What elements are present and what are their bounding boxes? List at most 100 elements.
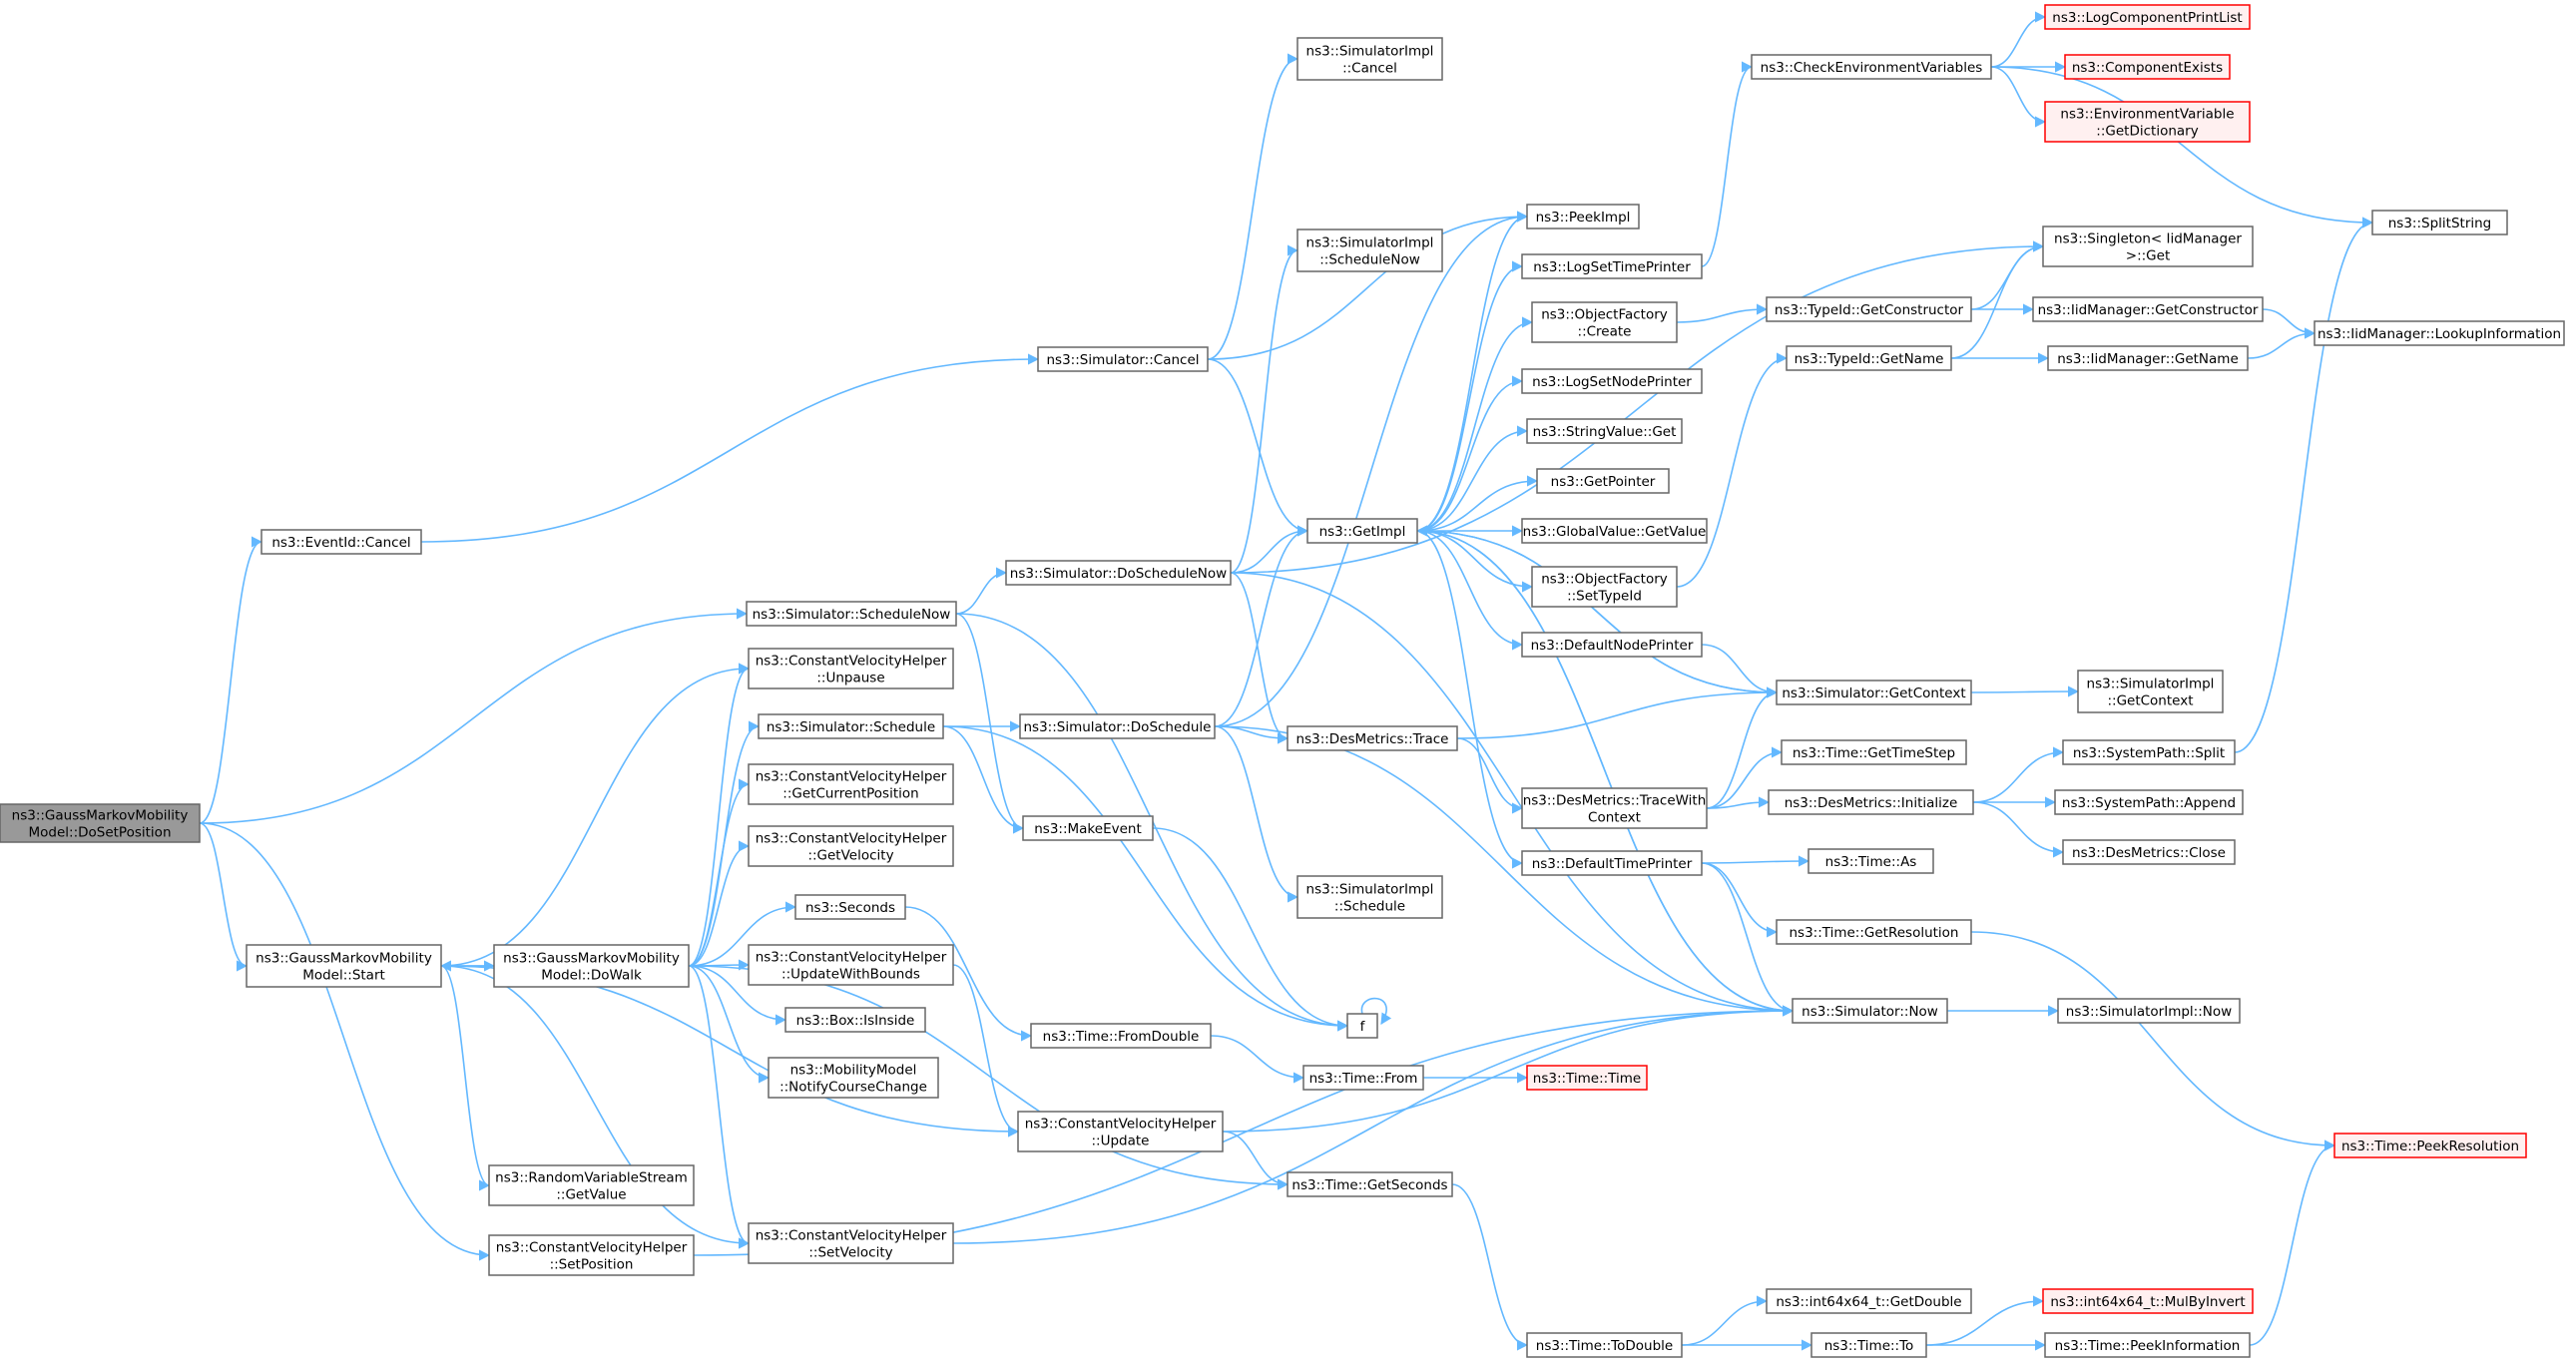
node-cvh-setvelocity[interactable]: ns3::ConstantVelocityHelper::SetVelocity [748,1222,954,1264]
node-label: >::Get [2126,248,2170,264]
node-sim-getcontext[interactable]: ns3::Simulator::GetContext [1776,680,1972,705]
node-int64-getdouble[interactable]: ns3::int64x64_t::GetDouble [1766,1288,1972,1314]
node-box [748,825,954,867]
node-stringvalue-get[interactable]: ns3::StringValue::Get [1526,418,1683,444]
node-cvh-setposition[interactable]: ns3::ConstantVelocityHelper::SetPosition [488,1234,695,1276]
node-mm-notify[interactable]: ns3::MobilityModel::NotifyCourseChange [768,1057,939,1099]
node-sim-schedule[interactable]: ns3::Simulator::Schedule [758,713,944,739]
node-iidmanager-lookupinfo[interactable]: ns3::IidManager::LookupInformation [2314,320,2565,346]
node-label: ns3::Time::Time [1533,1071,1641,1087]
edge-sim_doschedulenow-to-getimpl [1230,525,1309,574]
node-box [2314,320,2565,346]
node-time-time[interactable]: ns3::Time::Time [1526,1065,1648,1091]
node-box [1302,1065,1424,1091]
node-sim-schedulenow[interactable]: ns3::Simulator::ScheduleNow [746,601,957,627]
node-label: ns3::LogSetNodePrinter [1532,374,1692,390]
node-rvs-getvalue[interactable]: ns3::RandomVariableStream::GetValue [488,1164,695,1206]
node-box [1030,1023,1212,1049]
node-cvh-getvelocity[interactable]: ns3::ConstantVelocityHelper::GetVelocity [748,825,954,867]
node-f[interactable]: f [1346,1013,1378,1039]
node-box [1296,37,1443,81]
node-sim-now[interactable]: ns3::Simulator::Now [1792,998,1948,1024]
node-box-isinside[interactable]: ns3::Box::IsInside [784,1007,926,1033]
node-systempath-append[interactable]: ns3::SystemPath::Append [2054,789,2244,815]
node-label: ns3::Time::From [1309,1071,1418,1087]
node-getimpl[interactable]: ns3::GetImpl [1306,518,1418,544]
node-label: ::NotifyCourseChange [779,1080,927,1096]
node-cvh-updatewb[interactable]: ns3::ConstantVelocityHelper::UpdateWithB… [748,944,954,986]
node-sim-doschedule[interactable]: ns3::Simulator::DoSchedule [1019,713,1216,739]
node-root[interactable]: ns3::GaussMarkovMobilityModel::DoSetPosi… [0,803,201,843]
node-time-from[interactable]: ns3::Time::From [1302,1065,1424,1091]
node-desmetrics-trace[interactable]: ns3::DesMetrics::Trace [1287,725,1458,751]
node-getpointer[interactable]: ns3::GetPointer [1536,468,1670,494]
node-cvh-getcurpos[interactable]: ns3::ConstantVelocityHelper::GetCurrentP… [748,763,954,805]
node-simimpl-schedule[interactable]: ns3::SimulatorImpl::Schedule [1296,875,1443,919]
node-cvh-update[interactable]: ns3::ConstantVelocityHelper::Update [1017,1111,1224,1152]
node-box [1296,875,1443,919]
edge-desmetrics_trace-to-sim_getcontext [1456,686,1779,739]
node-cvh-unpause[interactable]: ns3::ConstantVelocityHelper::Unpause [748,648,954,689]
node-logcomponentprintlist[interactable]: ns3::LogComponentPrintList [2044,4,2251,30]
node-componentexists[interactable]: ns3::ComponentExists [2064,54,2231,80]
node-time-peekresolution[interactable]: ns3::Time::PeekResolution [2333,1133,2527,1158]
node-simimpl-now[interactable]: ns3::SimulatorImpl::Now [2057,998,2241,1024]
node-objfactory-settypeid[interactable]: ns3::ObjectFactory::SetTypeId [1531,566,1678,608]
node-logsetnodeprinter[interactable]: ns3::LogSetNodePrinter [1521,368,1703,394]
node-desmetrics-initialize[interactable]: ns3::DesMetrics::Initialize [1768,789,1974,815]
node-desmetrics-close[interactable]: ns3::DesMetrics::Close [2062,839,2236,865]
node-logsettimeprinter[interactable]: ns3::LogSetTimePrinter [1521,253,1703,279]
node-time-as[interactable]: ns3::Time::As [1807,848,1934,874]
node-typeid-getname[interactable]: ns3::TypeId::GetName [1786,345,1952,371]
node-label: ns3::SystemPath::Split [2073,745,2225,761]
node-label: ns3::SimulatorImpl [1306,235,1434,251]
node-label: ::GetVelocity [807,848,893,864]
node-eventid-cancel[interactable]: ns3::EventId::Cancel [260,529,422,555]
edge-sim_doschedule-to-simimpl_schedule [1214,725,1299,903]
edge-sim_schedule-to-makeevent [942,725,1025,834]
node-systempath-split[interactable]: ns3::SystemPath::Split [2062,739,2236,765]
node-time-to[interactable]: ns3::Time::To [1810,1332,1927,1358]
node-objfactory-create[interactable]: ns3::ObjectFactory::Create [1531,301,1678,343]
node-sim-doschedulenow[interactable]: ns3::Simulator::DoScheduleNow [1005,560,1232,586]
edge-gm_dowalk-to-seconds [688,901,797,967]
node-int64-mulbyinvert[interactable]: ns3::int64x64_t::MulByInvert [2042,1288,2254,1314]
node-label: ns3::DesMetrics::TraceWith [1523,793,1707,809]
edge-time_peekinformation-to-time_peekresolution [2249,1140,2336,1346]
node-box [746,601,957,627]
node-label: ::GetCurrentPosition [782,786,918,802]
node-box [2062,839,2236,865]
node-defaultnodeprinter[interactable]: ns3::DefaultNodePrinter [1521,632,1703,658]
node-simimpl-cancel[interactable]: ns3::SimulatorImpl::Cancel [1296,37,1443,81]
node-envvar-getdict[interactable]: ns3::EnvironmentVariable::GetDictionary [2044,101,2251,143]
node-iidmanager-getname[interactable]: ns3::IidManager::GetName [2047,345,2249,371]
node-time-todouble[interactable]: ns3::Time::ToDouble [1526,1332,1683,1358]
node-sim-cancel[interactable]: ns3::Simulator::Cancel [1037,346,1209,372]
node-simimpl-schedulenow[interactable]: ns3::SimulatorImpl::ScheduleNow [1296,228,1443,272]
node-splitstring[interactable]: ns3::SplitString [2371,210,2508,235]
node-label: ns3::Time::GetTimeStep [1793,745,1955,761]
node-iidmanager-getconstructor[interactable]: ns3::IidManager::GetConstructor [2032,296,2264,322]
node-seconds[interactable]: ns3::Seconds [794,894,906,920]
node-time-getresolution[interactable]: ns3::Time::GetResolution [1776,919,1972,945]
node-peekimpl[interactable]: ns3::PeekImpl [1526,204,1640,229]
node-globalvalue-getvalue[interactable]: ns3::GlobalValue::GetValue [1521,518,1708,544]
node-typeid-getconstructor[interactable]: ns3::TypeId::GetConstructor [1766,296,1972,322]
edge-sim_doschedule-to-getimpl [1214,525,1309,727]
node-time-fromdouble[interactable]: ns3::Time::FromDouble [1030,1023,1212,1049]
node-time-gettimestep[interactable]: ns3::Time::GetTimeStep [1781,739,1967,765]
edge-sim_cancel-to-simimpl_cancel [1207,53,1299,360]
node-singleton-get[interactable]: ns3::Singleton< IidManager>::Get [2042,226,2254,267]
node-makeevent[interactable]: ns3::MakeEvent [1022,815,1154,841]
node-time-peekinformation[interactable]: ns3::Time::PeekInformation [2044,1332,2251,1358]
node-time-getseconds[interactable]: ns3::Time::GetSeconds [1287,1171,1453,1197]
node-defaulttimeprinter[interactable]: ns3::DefaultTimePrinter [1521,850,1703,876]
edge-desmetrics_tracewith-to-sim_getcontext [1706,686,1779,809]
node-simimpl-getcontext[interactable]: ns3::SimulatorImpl::GetContext [2077,670,2224,713]
edge-systempath_split-to-splitstring [2234,217,2374,753]
node-checkenvvars[interactable]: ns3::CheckEnvironmentVariables [1751,54,1992,80]
node-label: ns3::Simulator::ScheduleNow [753,607,951,623]
